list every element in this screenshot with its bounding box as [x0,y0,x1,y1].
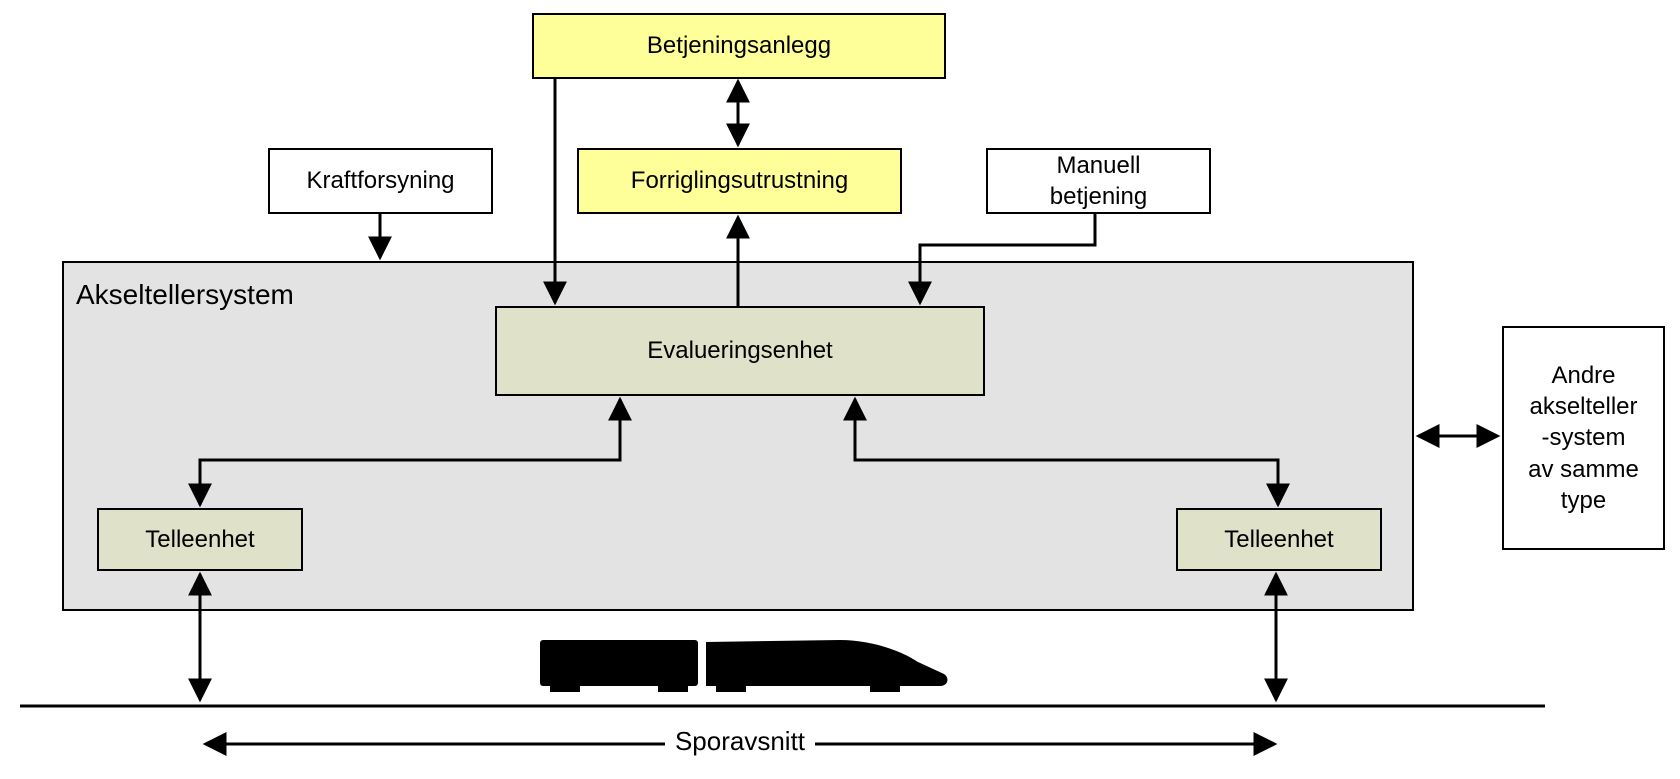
kraftforsyning-box: Kraftforsyning [268,148,493,214]
forriglingsutrustning-box: Forriglingsutrustning [577,148,902,214]
telleenhet-right-label: Telleenhet [1224,525,1334,553]
kraftforsyning-label: Kraftforsyning [306,167,455,195]
betjeningsanlegg-box: Betjeningsanlegg [532,13,946,79]
system-label: Akseltellersystem [76,279,294,310]
sporavsnitt-label: Sporavsnitt [665,726,815,757]
andre-akselteller-system-box: Andre akselteller -system av samme type [1502,326,1665,550]
evalueringsenhet-box: Evalueringsenhet [495,306,985,396]
andre-akselteller-system-label: Andre akselteller -system av samme type [1528,362,1639,514]
manuell-betjening-box: Manuell betjening [986,148,1211,214]
arrow-evaluering-telle-left [188,396,632,508]
manuell-betjening-label: Manuell betjening [1049,151,1148,210]
telleenhet-right-box: Telleenhet [1176,508,1382,571]
evalueringsenhet-label: Evalueringsenhet [647,337,833,365]
betjeningsanlegg-label: Betjeningsanlegg [646,32,832,60]
arrow-manuell-evaluering [908,214,1097,306]
arrow-evaluering-telle-right [843,396,1290,508]
telleenhet-left-label: Telleenhet [145,525,255,553]
telleenhet-left-box: Telleenhet [97,508,303,571]
train-silhouette-icon [540,640,948,692]
forriglingsutrustning-label: Forriglingsutrustning [630,167,849,195]
